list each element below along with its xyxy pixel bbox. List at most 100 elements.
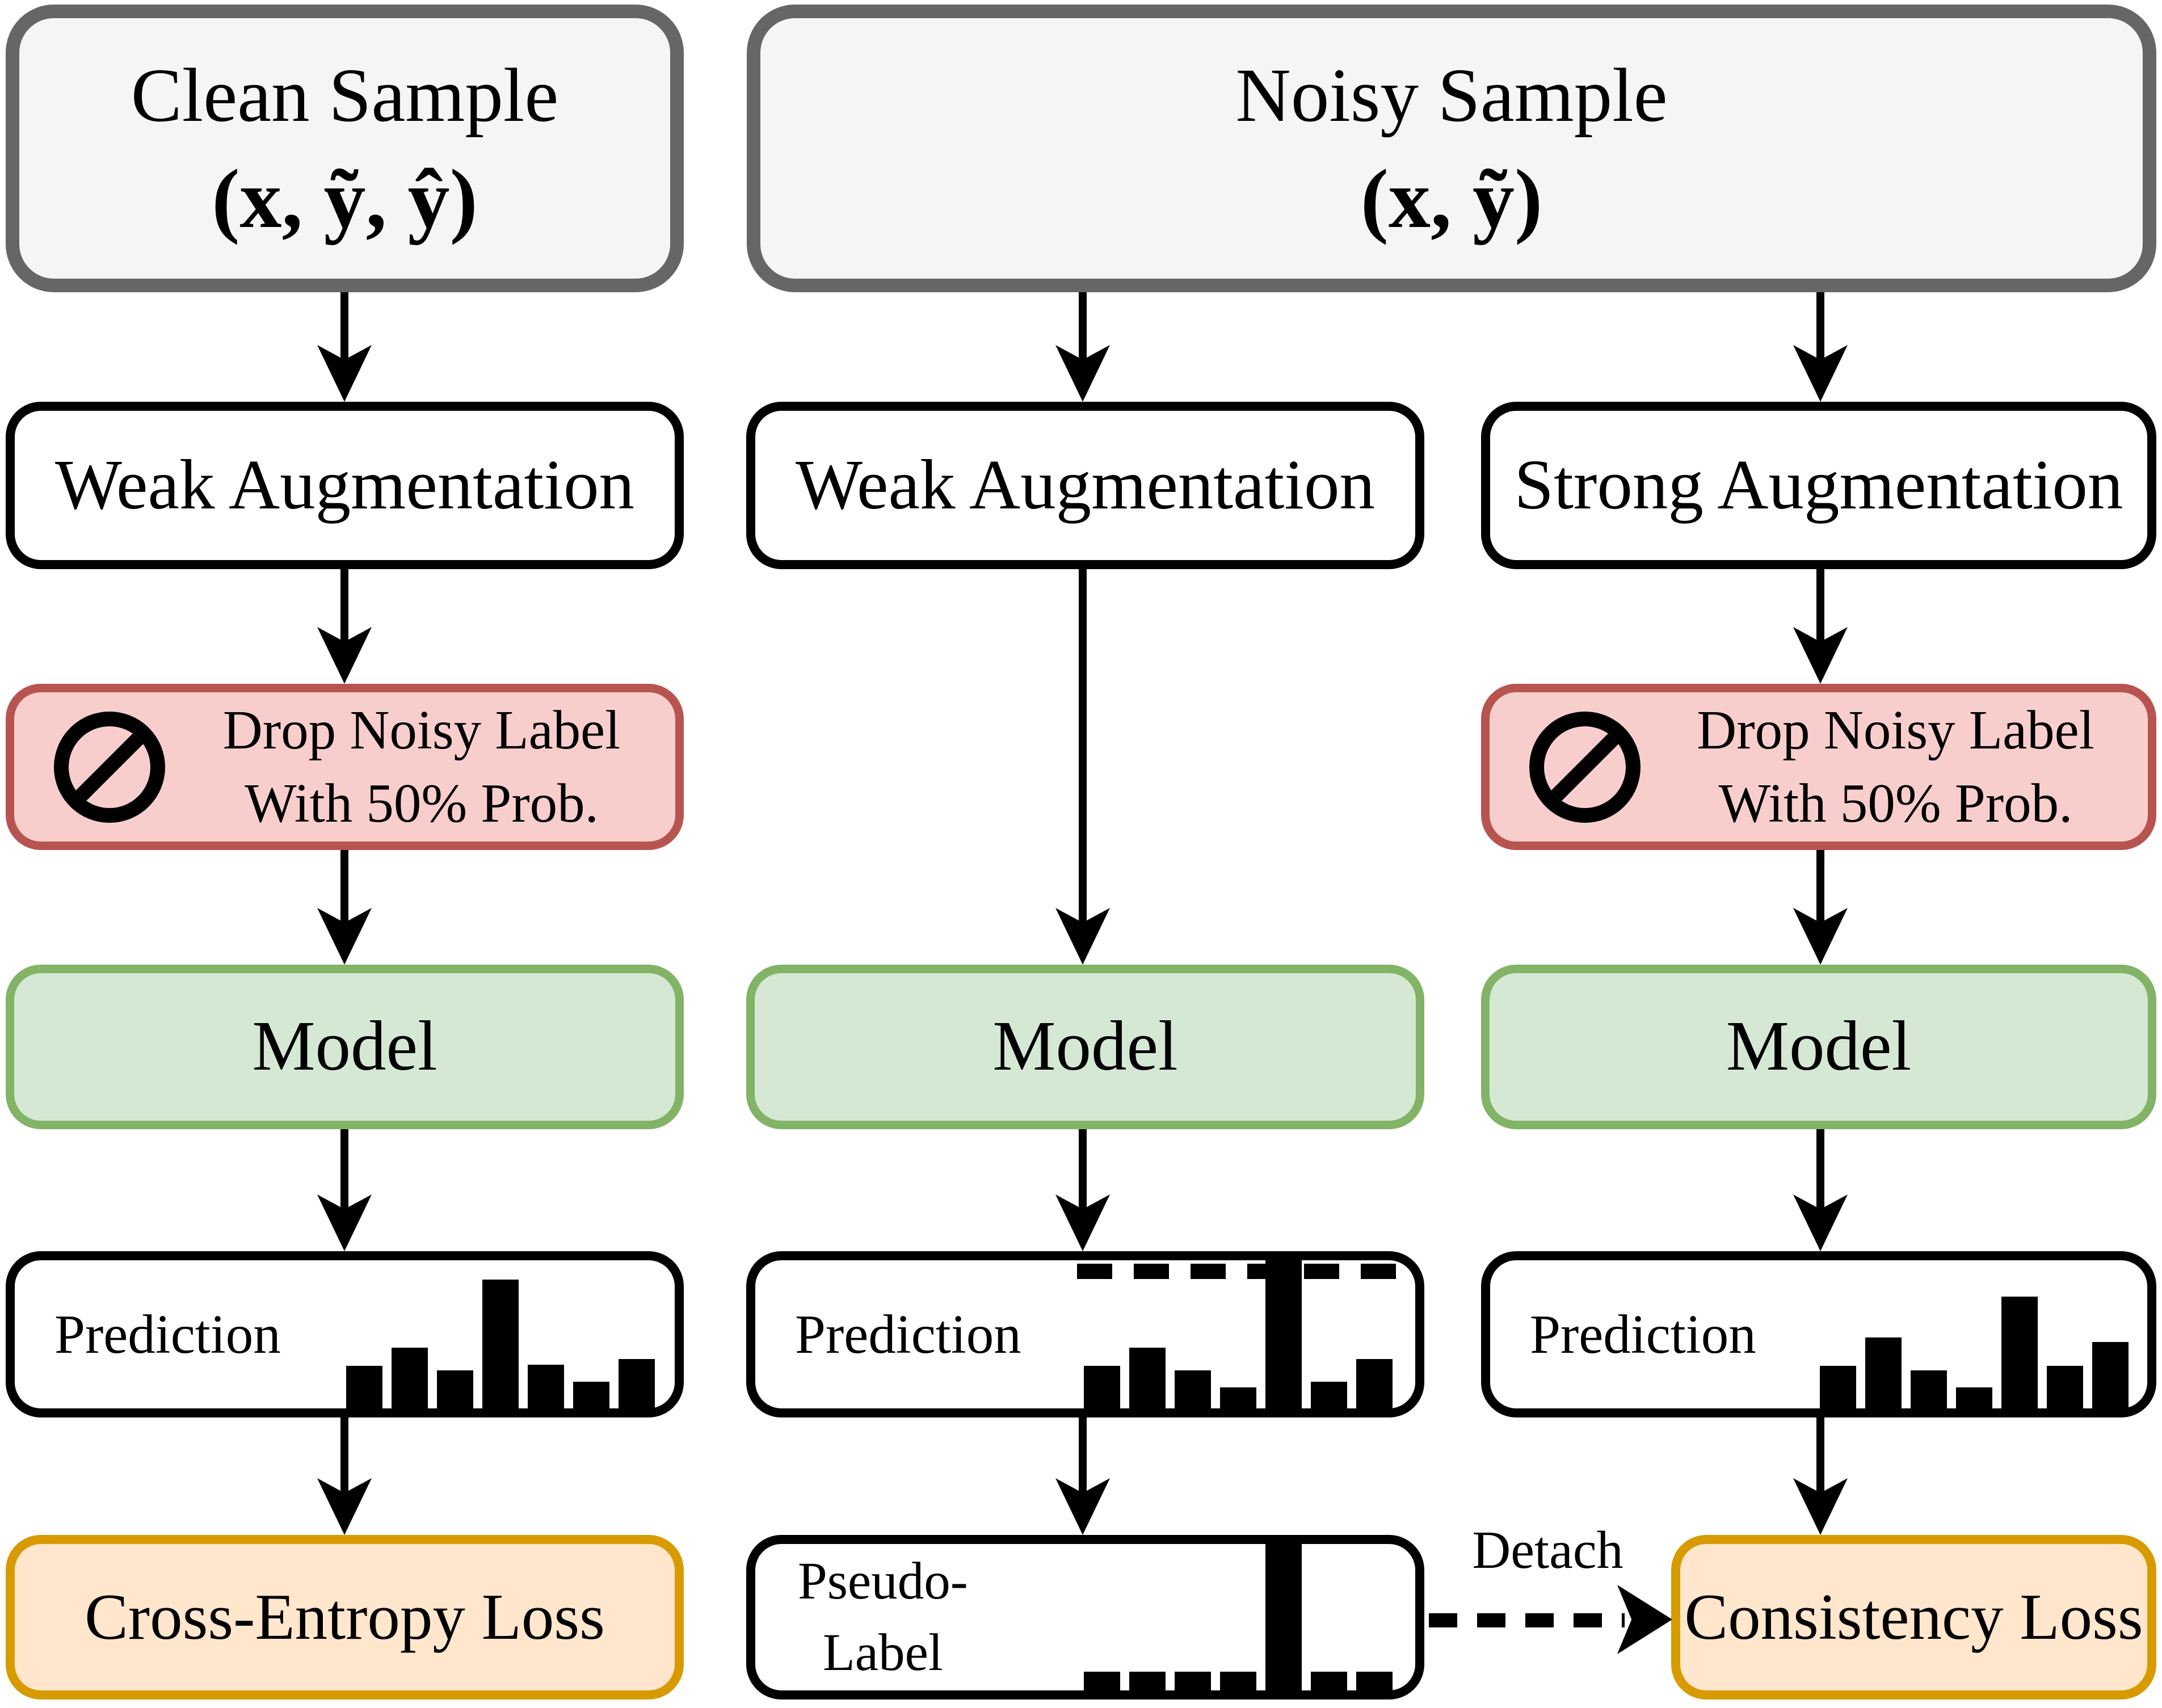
histogram-bar	[392, 1348, 428, 1408]
histogram-bar	[1265, 1544, 1302, 1690]
histogram-bar	[1175, 1370, 1211, 1408]
histogram-bar	[1356, 1672, 1393, 1690]
histogram-bar	[2047, 1366, 2083, 1408]
prediction-middle-histogram	[1084, 1257, 1393, 1408]
arrow-shaft	[1816, 1417, 1824, 1502]
arrow-shaft	[1816, 1129, 1824, 1218]
clean-sample-title: Clean Sample	[131, 53, 559, 138]
drop-noisy-label-right-text: Drop Noisy Label With 50% Prob.	[1697, 700, 2094, 834]
histogram-bar	[1084, 1366, 1120, 1408]
detach-label: Detach	[1472, 1521, 1623, 1580]
cross-entropy-loss-box: Cross-Entropy Loss	[6, 1535, 684, 1699]
clean-sample-math: (x, ỹ, ŷ)	[212, 153, 478, 246]
drop-noisy-label-left-text: Drop Noisy Label With 50% Prob.	[222, 700, 621, 834]
noisy-sample-math: (x, ỹ)	[1360, 153, 1543, 246]
arrow-shaft	[1079, 292, 1087, 369]
model-right-box: Model	[1481, 965, 2156, 1129]
pseudo-label-text: Pseudo- Label	[798, 1552, 968, 1682]
prediction-left-label: Prediction	[54, 1304, 281, 1365]
weak-augmentation-middle-box: Weak Augmentation	[746, 402, 1424, 569]
histogram-bar	[1356, 1359, 1393, 1408]
confidence-threshold-dashed-line	[1077, 1264, 1402, 1279]
histogram-bar	[1265, 1257, 1302, 1408]
histogram-bar	[1820, 1366, 1856, 1408]
histogram-bar	[619, 1359, 655, 1408]
histogram-bar	[1175, 1672, 1211, 1690]
pseudo-label-box: Pseudo- Label	[746, 1535, 1424, 1699]
arrow-shaft	[340, 1417, 348, 1502]
arrow-shaft	[340, 569, 348, 651]
histogram-bar	[437, 1370, 473, 1408]
strong-augmentation-box: Strong Augmentation	[1481, 402, 2156, 569]
histogram-bar	[1311, 1672, 1347, 1690]
histogram-bar	[1084, 1672, 1120, 1690]
detach-arrowhead-icon	[1617, 1585, 1672, 1654]
arrow-clean-to-weakaug-icon	[317, 292, 372, 402]
arrow-shaft	[340, 1129, 348, 1218]
histogram-bar	[528, 1365, 564, 1408]
arrow-weakaug-to-drop-left-icon	[317, 569, 372, 684]
arrow-prediction-to-pseudolabel-icon	[1055, 1417, 1110, 1535]
detach-dashed-arrow-line	[1429, 1613, 1625, 1627]
pseudo-label-histogram	[1084, 1544, 1393, 1690]
histogram-bar	[1311, 1382, 1347, 1408]
histogram-bar	[1956, 1387, 1992, 1408]
histogram-bar	[1129, 1348, 1166, 1408]
prediction-right-label: Prediction	[1530, 1304, 1756, 1365]
drop-noisy-label-right-box: Drop Noisy Label With 50% Prob.	[1481, 684, 2156, 850]
histogram-bar	[482, 1280, 519, 1408]
prediction-left-histogram	[346, 1280, 655, 1408]
prediction-middle-label: Prediction	[795, 1304, 1021, 1365]
arrow-shaft	[1816, 569, 1824, 651]
arrow-shaft	[1816, 292, 1824, 369]
arrow-model-to-prediction-right-icon	[1793, 1129, 1848, 1251]
model-left-label: Model	[252, 1007, 438, 1086]
arrow-prediction-to-crossentropy-icon	[317, 1417, 372, 1535]
arrow-model-to-prediction-middle-icon	[1055, 1129, 1110, 1251]
arrow-weakaug-to-model-middle-icon	[1055, 569, 1110, 965]
weak-augmentation-middle-label: Weak Augmentation	[796, 445, 1375, 524]
consistency-loss-box: Consistency Loss	[1671, 1535, 2156, 1699]
arrow-shaft	[340, 292, 348, 369]
prediction-right-box: Prediction	[1481, 1251, 2156, 1417]
histogram-bar	[1911, 1370, 1947, 1408]
arrow-noisy-to-weakaug-icon	[1055, 292, 1110, 402]
clean-sample-box: Clean Sample (x, ỹ, ŷ)	[6, 5, 684, 292]
weak-augmentation-left-label: Weak Augmentation	[55, 445, 634, 524]
no-entry-icon	[1529, 711, 1641, 823]
model-left-box: Model	[6, 965, 684, 1129]
no-entry-icon	[54, 711, 165, 823]
histogram-bar	[1129, 1672, 1166, 1690]
consistency-loss-label: Consistency Loss	[1684, 1580, 2143, 1653]
arrow-strongaug-to-drop-right-icon	[1793, 569, 1848, 684]
histogram-bar	[573, 1382, 609, 1408]
strong-augmentation-label: Strong Augmentation	[1514, 445, 2123, 524]
noisy-sample-box: Noisy Sample (x, ỹ)	[747, 5, 2156, 292]
noisy-sample-title: Noisy Sample	[1235, 53, 1668, 138]
arrow-shaft	[1816, 850, 1824, 932]
arrow-drop-to-model-right-icon	[1793, 850, 1848, 965]
histogram-bar	[346, 1366, 382, 1408]
histogram-bar	[1865, 1337, 1902, 1408]
weak-augmentation-left-box: Weak Augmentation	[6, 402, 684, 569]
arrow-noisy-to-strongaug-icon	[1793, 292, 1848, 402]
histogram-bar	[1220, 1387, 1256, 1408]
cross-entropy-loss-label: Cross-Entropy Loss	[85, 1580, 605, 1653]
histogram-bar	[1220, 1672, 1256, 1690]
arrow-drop-to-model-left-icon	[317, 850, 372, 965]
prediction-right-histogram	[1820, 1297, 2129, 1408]
drop-noisy-label-left-box: Drop Noisy Label With 50% Prob.	[6, 684, 684, 850]
model-middle-label: Model	[992, 1007, 1178, 1086]
arrow-model-to-prediction-left-icon	[317, 1129, 372, 1251]
prediction-left-box: Prediction	[6, 1251, 684, 1417]
arrow-shaft	[1079, 1129, 1087, 1218]
histogram-bar	[2001, 1297, 2038, 1408]
arrow-prediction-to-consistency-icon	[1793, 1417, 1848, 1535]
model-middle-box: Model	[746, 965, 1424, 1129]
arrow-shaft	[1079, 1417, 1087, 1502]
prediction-middle-box: Prediction	[746, 1251, 1424, 1417]
model-right-label: Model	[1726, 1007, 1912, 1086]
histogram-bar	[2092, 1342, 2129, 1408]
arrow-shaft	[1079, 569, 1087, 932]
